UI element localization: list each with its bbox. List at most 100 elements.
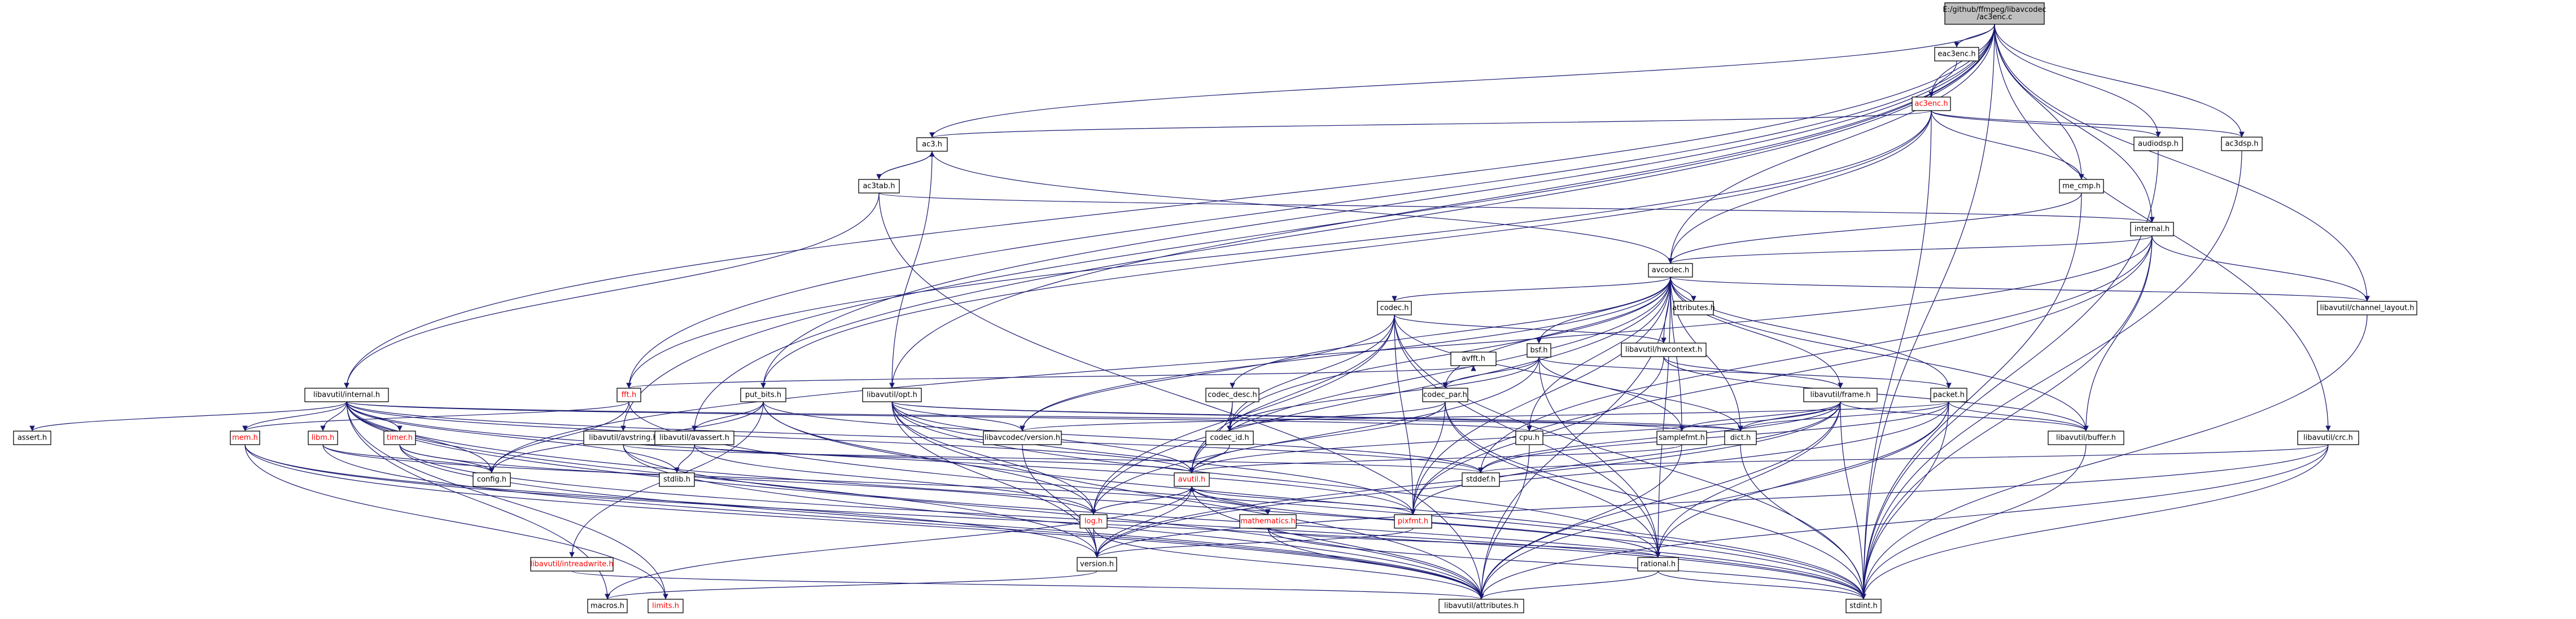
node-avutil-h[interactable]: avutil.h xyxy=(1174,472,1210,487)
node-label: cpu.h xyxy=(1519,434,1540,442)
node-channel-layout-h[interactable]: libavutil/channel_layout.h xyxy=(2317,301,2417,315)
node-config-h[interactable]: config.h xyxy=(473,472,511,487)
node-version-h[interactable]: version.h xyxy=(1077,557,1117,572)
node-packet-h[interactable]: packet.h xyxy=(1930,388,1967,402)
node-label: /ac3enc.c xyxy=(1977,13,2012,21)
node-label: libavutil/avstring.h xyxy=(589,434,657,442)
node-box xyxy=(2133,137,2183,151)
node-label: libavutil/intreadwrite.h xyxy=(530,560,613,569)
node-pixfmt-h[interactable]: pixfmt.h xyxy=(1394,514,1432,529)
edge-ac3enc_h-to-ac3_h xyxy=(929,110,1932,138)
node-codec-h[interactable]: codec.h xyxy=(1377,301,1412,315)
node-libavutil-attributes-h[interactable]: libavutil/attributes.h xyxy=(1438,599,1524,613)
node-label: fft.h xyxy=(622,391,636,400)
node-avstring-h[interactable]: libavutil/avstring.h xyxy=(583,431,663,445)
edge-root-to-stdint_h xyxy=(1861,24,1995,600)
node-mem-h[interactable]: mem.h xyxy=(230,431,260,445)
node-crc-h[interactable]: libavutil/crc.h xyxy=(2297,431,2359,445)
node-stdlib-h[interactable]: stdlib.h xyxy=(659,472,695,487)
edge-internal_h-to-stdint_h xyxy=(1861,235,2153,600)
edge-root-to-audiodsp_h xyxy=(1994,24,2161,138)
node-macros-h[interactable]: macros.h xyxy=(587,599,628,613)
node-box xyxy=(1724,431,1757,445)
node-attr-h[interactable]: attributes.h xyxy=(1672,301,1715,315)
node-samplefmt-h[interactable]: samplefmt.h xyxy=(1656,431,1707,445)
node-libm-h[interactable]: libm.h xyxy=(308,431,338,445)
edge-version_h-to-macros_h xyxy=(605,570,1097,600)
node-eac3enc-h[interactable]: eac3enc.h xyxy=(1934,47,1979,62)
node-codec-par-h[interactable]: codec_par.h xyxy=(1422,388,1468,402)
node-assert-h[interactable]: assert.h xyxy=(13,431,51,445)
edge-root-to-avcodec_h xyxy=(1668,24,1995,264)
edge-packet_h-to-version_h_codec xyxy=(1020,401,1949,432)
edge-avassert_h-to-stdlib_h xyxy=(674,444,695,473)
edge-audiodsp_h-to-stdint_h xyxy=(1861,150,2159,600)
node-avfft-h[interactable]: avfft.h xyxy=(1450,352,1497,366)
edge-codec_h-to-samplefmt_h xyxy=(1394,314,1685,432)
node-box xyxy=(1637,557,1679,572)
edge-avutil_internal_h-to-stddef_h xyxy=(346,401,1484,473)
node-root[interactable]: E:/github/ffmpeg/libavcodec/ac3enc.c xyxy=(1943,2,2046,25)
node-codec-desc-h[interactable]: codec_desc.h xyxy=(1205,388,1259,402)
edge-opt_h-to-pixfmt_h xyxy=(891,401,1416,515)
node-bsf-h[interactable]: bsf.h xyxy=(1527,343,1551,358)
edge-avutil_internal_h-to-avutil_h xyxy=(346,401,1195,473)
node-frame-h[interactable]: libavutil/frame.h xyxy=(1803,388,1878,402)
node-box xyxy=(1673,301,1714,315)
node-intreadwrite-h[interactable]: libavutil/intreadwrite.h xyxy=(530,557,614,572)
edge-packet_h-to-libavutil_attributes_h xyxy=(1479,401,1949,600)
node-codec-id-h[interactable]: codec_id.h xyxy=(1205,431,1254,445)
node-label: libavutil/opt.h xyxy=(867,391,917,400)
node-box xyxy=(2317,301,2417,315)
node-opt-h[interactable]: libavutil/opt.h xyxy=(862,388,922,402)
edge-intreadwrite_h-to-libavutil_attributes_h xyxy=(571,570,1484,600)
edge-packet_h-to-version_h xyxy=(1094,401,1949,558)
node-stddef-h[interactable]: stddef.h xyxy=(1462,472,1500,487)
node-put-bits-h[interactable]: put_bits.h xyxy=(740,388,786,402)
node-rational-h[interactable]: rational.h xyxy=(1637,557,1679,572)
node-buffer-h[interactable]: libavutil/buffer.h xyxy=(2048,431,2124,445)
node-ac3tab-h[interactable]: ac3tab.h xyxy=(858,179,900,194)
node-mathematics-h[interactable]: mathematics.h xyxy=(1239,514,1297,529)
edge-packet_h-to-stdint_h xyxy=(1861,401,1949,600)
node-dict-h[interactable]: dict.h xyxy=(1724,431,1757,445)
node-box xyxy=(862,388,922,402)
node-label: put_bits.h xyxy=(745,391,781,400)
node-box xyxy=(1394,514,1432,529)
edge-ac3dsp_h-to-stdint_h xyxy=(1861,150,2242,600)
edge-ac3enc_h-to-stdint_h xyxy=(1861,110,1932,600)
node-stdint-h[interactable]: stdint.h xyxy=(1845,599,1882,613)
node-cpu-h[interactable]: cpu.h xyxy=(1515,431,1543,445)
node-avassert-h[interactable]: libavutil/avassert.h xyxy=(654,431,734,445)
node-timer-h[interactable]: timer.h xyxy=(383,431,416,445)
node-box xyxy=(916,137,948,152)
node-me-cmp-h[interactable]: me_cmp.h xyxy=(2059,179,2104,194)
edge-avutil_internal_h-to-config_h xyxy=(346,401,495,473)
node-avcodec-h[interactable]: avcodec.h xyxy=(1648,263,1693,278)
node-avutil-internal-h[interactable]: libavutil/internal.h xyxy=(304,388,389,402)
node-ac3enc-h[interactable]: ac3enc.h xyxy=(1912,96,1951,111)
node-box xyxy=(1205,431,1254,445)
node-ac3-h[interactable]: ac3.h xyxy=(916,137,948,152)
edge-avcodec_h-to-codec_par_h xyxy=(1442,276,1671,389)
node-fft-h[interactable]: fft.h xyxy=(616,388,641,402)
edge-internal_h-to-stddef_h xyxy=(1478,235,2153,473)
edge-ac3enc_h-to-fft_h xyxy=(626,110,1932,389)
node-internal-h[interactable]: internal.h xyxy=(2130,222,2174,236)
edge-layer xyxy=(29,24,2370,600)
node-box xyxy=(1656,431,1707,445)
edge-ac3enc_h-to-ac3dsp_h xyxy=(1931,110,2245,138)
node-framecontext-h[interactable]: libavutil/hwcontext.h xyxy=(1621,343,1707,357)
edge-dict_h-to-stdint_h xyxy=(1740,444,1866,600)
edge-ac3_h-to-avcodec_h xyxy=(931,151,1673,264)
node-log-h[interactable]: log.h xyxy=(1079,514,1108,529)
edge-libm_h-to-libavutil_attributes_h xyxy=(322,444,1484,600)
edge-opt_h-to-log_h xyxy=(891,401,1096,515)
edge-root-to-ac3_h xyxy=(929,24,1995,138)
node-label: timer.h xyxy=(387,434,413,442)
node-limits-h[interactable]: limits.h xyxy=(648,599,684,613)
edge-avcodec_h-to-cpu_h xyxy=(1527,276,1671,432)
node-ac3dsp-h[interactable]: ac3dsp.h xyxy=(2221,137,2263,151)
node-audiodsp-h[interactable]: audiodsp.h xyxy=(2133,137,2183,151)
node-version-h-codec[interactable]: libavcodec/version.h xyxy=(983,431,1062,445)
